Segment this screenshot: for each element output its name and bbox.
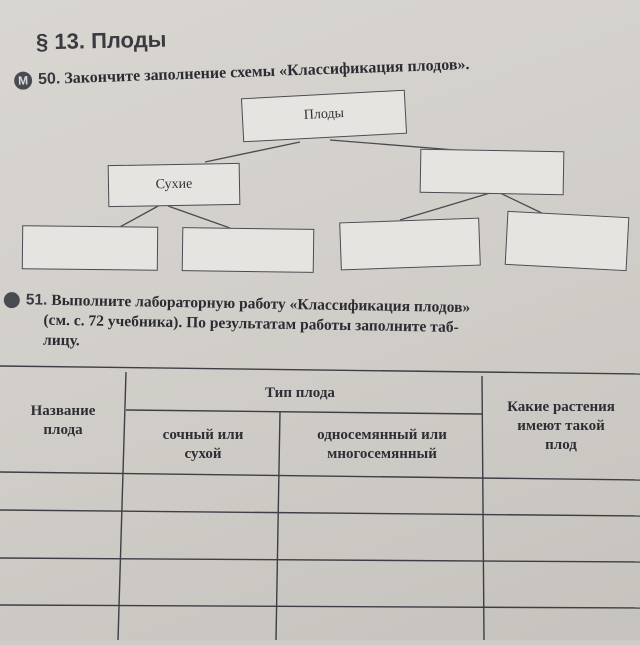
scheme-root-label: Плоды [303, 105, 345, 124]
col-line-1 [117, 371, 127, 641]
task-51: 51.Выполните лабораторную работу «Класси… [3, 290, 470, 358]
col-line-2 [275, 411, 281, 641]
fruit-table: Название плода Тип плода сочный или сухо… [0, 360, 640, 641]
scheme-right-box [419, 148, 565, 196]
subheader-line [125, 409, 483, 415]
header-bottom-line [0, 471, 640, 481]
connector-right-leaf3 [399, 192, 491, 221]
header-juicy-or-dry: сочный или сухой [162, 427, 244, 462]
scheme-left-box: Сухие [107, 162, 241, 208]
header-fruit-type: Тип плода [265, 385, 335, 401]
row-line-3 [0, 604, 640, 609]
header-plants: Какие растения имеют такой плод [507, 399, 615, 453]
row-line-2 [0, 557, 640, 563]
connector-left-leaf1 [117, 204, 161, 229]
scheme-root-box: Плоды [240, 89, 408, 143]
scheme-leaf-1 [21, 225, 159, 271]
connector-left-leaf2 [167, 205, 231, 229]
header-seed-count: односемянный или многосемянный [317, 427, 447, 462]
task-51-badge-icon [3, 292, 20, 309]
scheme-leaf-4 [504, 210, 630, 272]
connector-root-left [204, 141, 301, 163]
col-line-3 [481, 375, 485, 641]
scheme-leaf-2 [181, 227, 315, 273]
row-line-1 [0, 509, 640, 517]
header-fruit-name: Название плода [30, 403, 96, 438]
task-51-number: 51. [25, 291, 48, 309]
table-grid [0, 365, 640, 641]
scheme-leaf-3 [339, 217, 481, 271]
scheme-left-label: Сухие [155, 176, 193, 193]
table-top-border [0, 365, 640, 375]
